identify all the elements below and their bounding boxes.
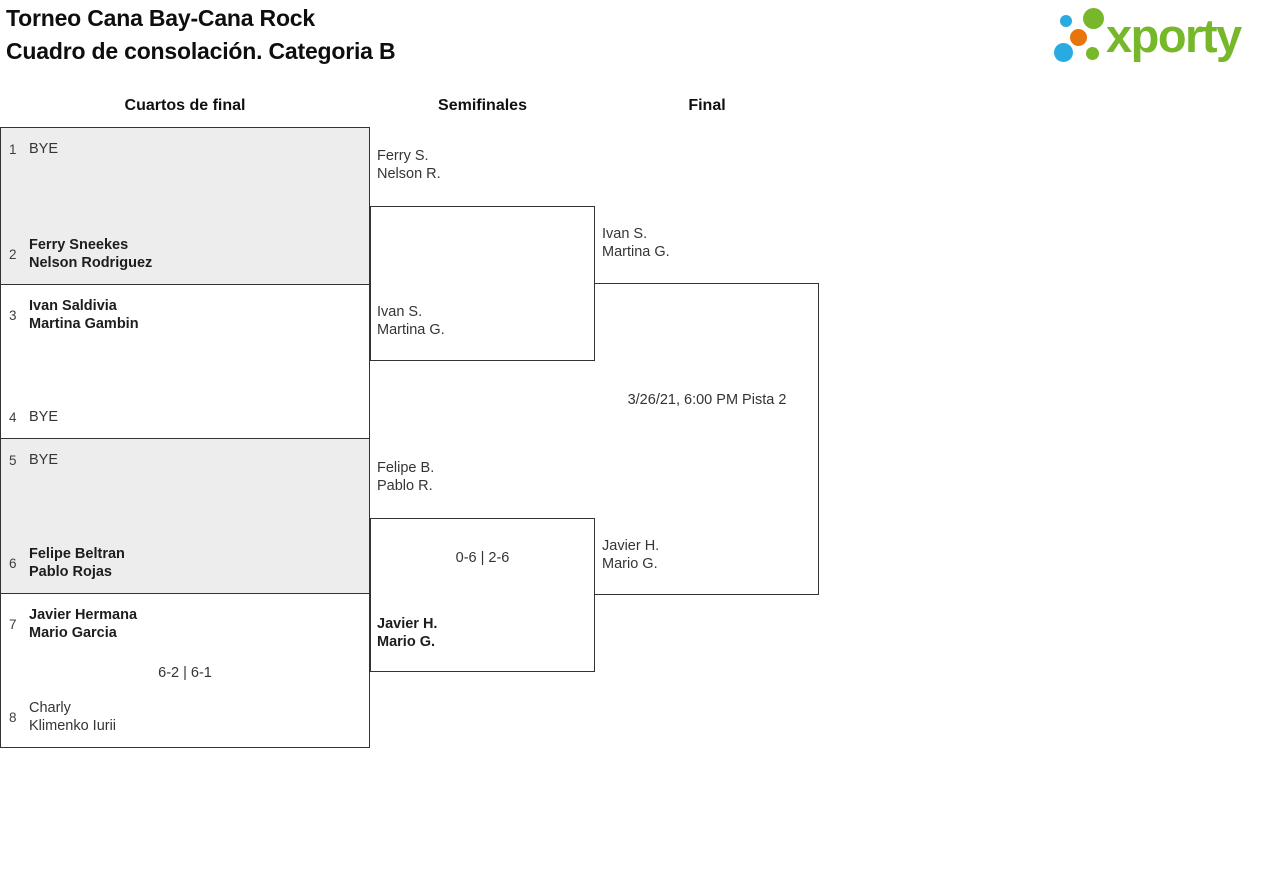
player-name: Nelson R. xyxy=(377,166,441,182)
match-score-sf2: 0-6 | 2-6 xyxy=(455,550,510,566)
bracket-subtitle: Cuadro de consolación. Categoria B xyxy=(6,38,396,64)
player-name: Mario Garcia xyxy=(29,625,117,641)
player-name: Ferry S. xyxy=(377,148,429,164)
seed-number: 4 xyxy=(9,409,17,425)
seed-number: 8 xyxy=(9,709,17,725)
seed-number: 1 xyxy=(9,141,17,157)
team-slot-seed4: 4 BYE xyxy=(9,408,363,426)
match-box-sf1[interactable] xyxy=(370,206,595,361)
seed-number: 7 xyxy=(9,616,17,632)
player-name: BYE xyxy=(29,409,59,425)
logo-wordmark: xporty xyxy=(1106,9,1242,62)
match-box-final[interactable] xyxy=(595,283,819,595)
round-header-final: Final xyxy=(688,97,726,114)
player-name: Felipe B. xyxy=(377,460,435,476)
logo-dot-blue-small xyxy=(1060,15,1072,27)
round-header-quarterfinals: Cuartos de final xyxy=(124,97,246,114)
player-name: BYE xyxy=(29,452,59,468)
team-slot-seed5: 5 BYE xyxy=(9,451,363,469)
player-name: BYE xyxy=(29,141,59,157)
logo-dot-green-large xyxy=(1083,8,1104,29)
logo-dot-orange xyxy=(1070,29,1087,46)
logo-dot-green-small xyxy=(1086,47,1099,60)
player-name: Charly xyxy=(29,700,71,716)
xporty-logo[interactable]: xporty xyxy=(1050,5,1278,67)
seed-number: 5 xyxy=(9,452,17,468)
player-name: Martina Gambin xyxy=(29,316,139,332)
player-name: Javier H. xyxy=(377,616,438,632)
player-name: Nelson Rodriguez xyxy=(29,255,153,271)
player-name: Martina G. xyxy=(602,244,670,260)
logo-dot-blue-large xyxy=(1054,43,1073,62)
sf2-team2-label: Javier H. Mario G. xyxy=(377,615,437,651)
sf1-team2-label: Ivan S. Martina G. xyxy=(377,303,445,339)
seed-number: 6 xyxy=(9,555,17,571)
final-match-schedule: 3/26/21, 6:00 PM Pista 2 xyxy=(627,392,787,408)
team-slot-seed1: 1 BYE xyxy=(9,140,363,158)
player-name: Ivan Saldivia xyxy=(29,298,117,314)
seed-number: 3 xyxy=(9,307,17,323)
player-name: Javier Hermana xyxy=(29,607,138,623)
final-team2-label: Javier H. Mario G. xyxy=(602,537,659,573)
player-name: Ferry Sneekes xyxy=(29,237,129,253)
player-name: Martina G. xyxy=(377,322,445,338)
page-title: Torneo Cana Bay-Cana Rock Cuadro de cons… xyxy=(6,2,396,68)
player-name: Felipe Beltran xyxy=(29,546,125,562)
player-name: Ivan S. xyxy=(377,304,423,320)
seed-number: 2 xyxy=(9,246,17,262)
match-score-qf4: 6-2 | 6-1 xyxy=(158,665,212,681)
sf1-team1-label: Ferry S. Nelson R. xyxy=(377,147,441,183)
player-name: Mario G. xyxy=(377,634,436,650)
match-box-sf2[interactable] xyxy=(370,518,595,672)
sf2-team1-label: Felipe B. Pablo R. xyxy=(377,459,434,495)
player-name: Klimenko Iurii xyxy=(29,718,117,734)
player-name: Pablo R. xyxy=(377,478,433,494)
player-name: Ivan S. xyxy=(602,226,648,242)
tournament-name: Torneo Cana Bay-Cana Rock xyxy=(6,5,315,31)
round-header-semifinals: Semifinales xyxy=(438,97,527,114)
player-name: Pablo Rojas xyxy=(29,564,112,580)
player-name: Mario G. xyxy=(602,556,658,572)
final-team1-label: Ivan S. Martina G. xyxy=(602,225,670,261)
player-name: Javier H. xyxy=(602,538,660,554)
